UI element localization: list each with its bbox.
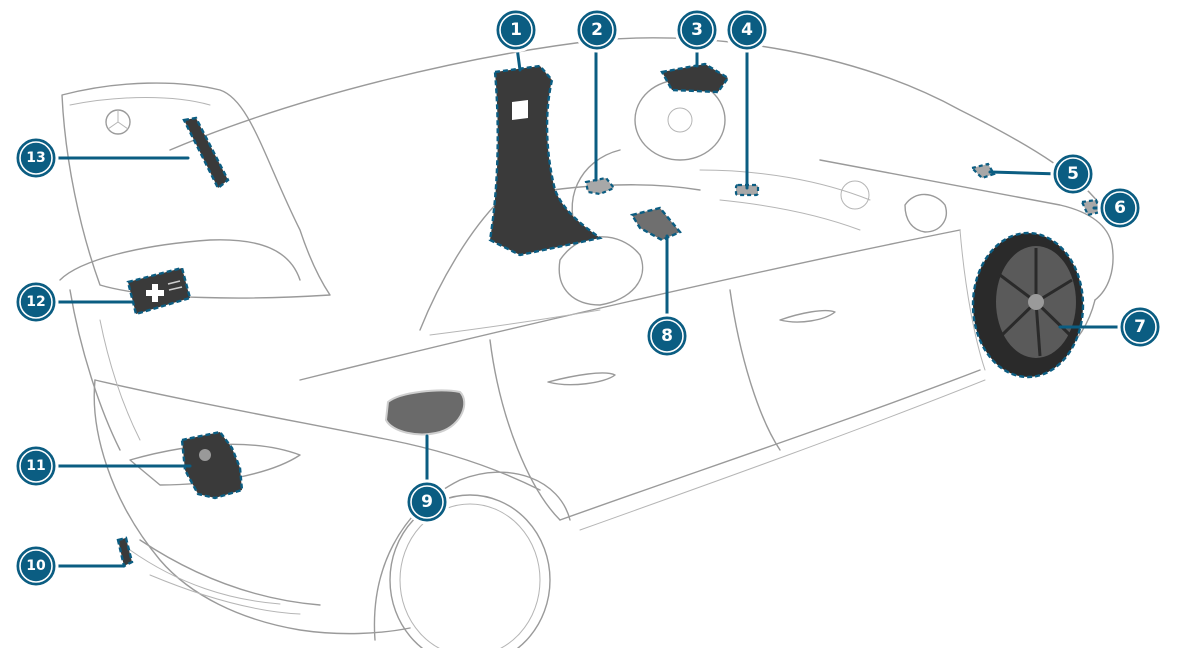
- callout-2: 2: [574, 7, 620, 53]
- callout-2-label: 2: [591, 20, 603, 40]
- part-11-module-knob: [199, 449, 211, 461]
- callout-7: 7: [1117, 304, 1163, 350]
- callout-13: 13: [13, 135, 59, 181]
- callout-11-label: 11: [26, 458, 45, 474]
- callout-10: 10: [13, 543, 59, 589]
- callout-12: 12: [13, 279, 59, 325]
- highlighted-parts: [116, 62, 1102, 568]
- callout-12-label: 12: [26, 294, 45, 310]
- callout-3: 3: [674, 7, 720, 53]
- callout-10-label: 10: [26, 558, 46, 574]
- car-outline: [59, 37, 1114, 648]
- part-13-trunk-lid-strip: [182, 116, 230, 190]
- part-12-cross-icon: [146, 284, 164, 302]
- part-3-roof-panel: [660, 62, 730, 94]
- callout-5: 5: [1050, 151, 1096, 197]
- callout-6: 6: [1097, 185, 1143, 231]
- callout-13-label: 13: [26, 150, 45, 166]
- callout-4: 4: [724, 7, 770, 53]
- part-10-rear-sensor: [116, 536, 134, 568]
- callout-1-label: 1: [510, 20, 522, 40]
- leader-5: [988, 170, 1062, 176]
- part-7-rim-spokes: [999, 248, 1073, 357]
- callout-5-label: 5: [1067, 164, 1079, 184]
- part-11-trunk-module: [180, 430, 244, 500]
- callout-9: 9: [404, 479, 450, 525]
- part-1-pillar-cutout: [512, 100, 528, 120]
- callout-11: 11: [13, 443, 59, 489]
- part-6-front-sensor: [1080, 198, 1102, 217]
- part-1-pillar-trim: [488, 64, 603, 257]
- callout-1: 1: [493, 7, 539, 53]
- callout-7-label: 7: [1134, 317, 1146, 337]
- callout-3-label: 3: [691, 20, 703, 40]
- callout-badges: 1 2 3 4 5 6 7 8: [13, 7, 1163, 589]
- part-7-hub: [1028, 294, 1044, 310]
- leader-lines: [52, 38, 1130, 568]
- part-9-fuel-flap: [384, 389, 466, 436]
- callout-4-label: 4: [741, 20, 753, 40]
- part-2-interior-cover: [584, 176, 616, 196]
- callout-8: 8: [644, 313, 690, 359]
- part-5-hood-element: [969, 162, 996, 180]
- callout-9-label: 9: [421, 492, 433, 512]
- callout-6-label: 6: [1114, 198, 1126, 218]
- callout-8-label: 8: [661, 326, 673, 346]
- part-8-console-tray: [630, 206, 682, 242]
